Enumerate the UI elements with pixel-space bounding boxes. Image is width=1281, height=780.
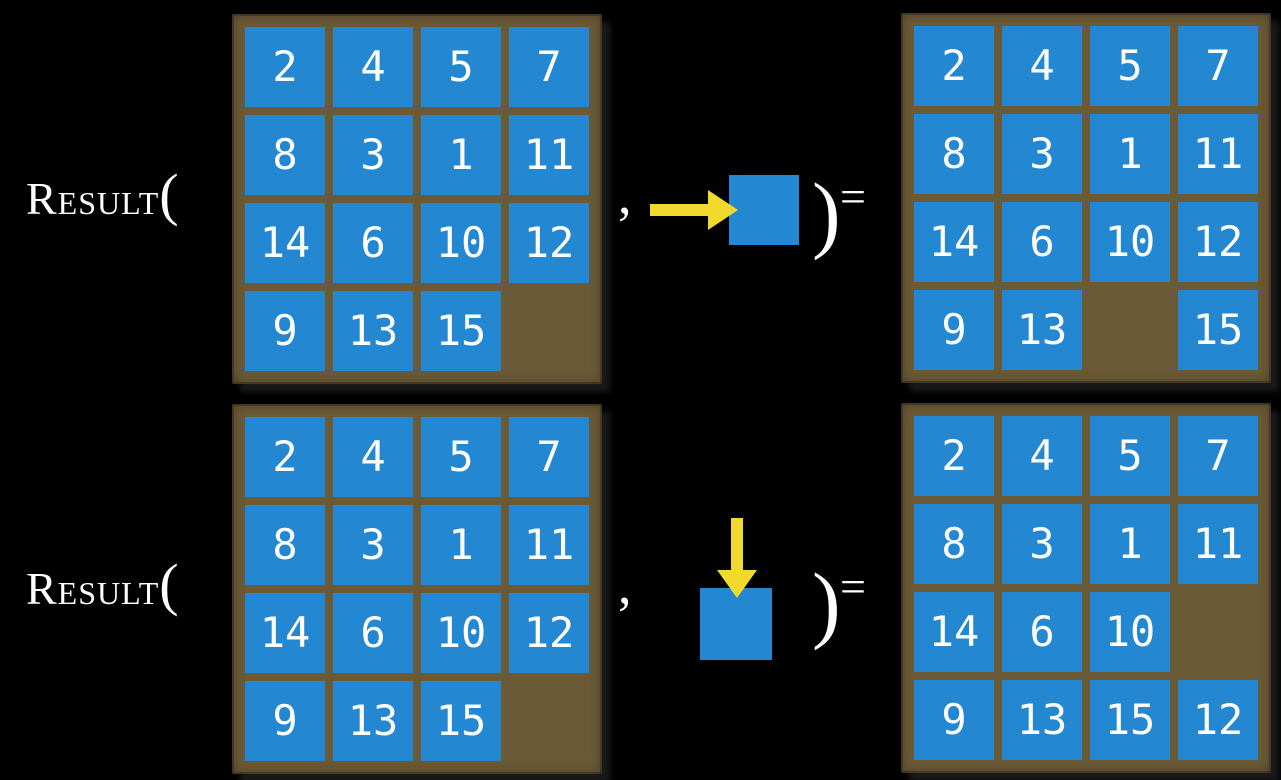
- tile-4: 4: [1002, 416, 1082, 496]
- tile-15: 15: [421, 291, 501, 371]
- tile-13: 13: [1002, 680, 1082, 760]
- tile-8: 8: [914, 114, 994, 194]
- tile-2: 2: [245, 417, 325, 497]
- arrow-right-icon: [650, 190, 738, 230]
- tile-11: 11: [509, 505, 589, 585]
- tile-7: 7: [1178, 26, 1258, 106]
- tile-8: 8: [245, 115, 325, 195]
- action-move-right: [650, 160, 810, 260]
- tile-12: 12: [1178, 202, 1258, 282]
- tile-15: 15: [1178, 290, 1258, 370]
- tile-6: 6: [1002, 202, 1082, 282]
- tile-10: 10: [421, 203, 501, 283]
- tile-5: 5: [1090, 26, 1170, 106]
- blank-cell: [1178, 592, 1258, 672]
- tile-4: 4: [333, 417, 413, 497]
- tile-3: 3: [1002, 114, 1082, 194]
- result-function-label: Result(: [26, 556, 179, 614]
- tile-13: 13: [333, 291, 413, 371]
- tile-13: 13: [333, 681, 413, 761]
- tile-15: 15: [421, 681, 501, 761]
- tile-8: 8: [914, 504, 994, 584]
- close-paren: ): [812, 555, 841, 651]
- tile-14: 14: [245, 203, 325, 283]
- blank-cell: [509, 291, 589, 371]
- tile-10: 10: [1090, 202, 1170, 282]
- tile-3: 3: [1002, 504, 1082, 584]
- tile-14: 14: [245, 593, 325, 673]
- blank-tile: [700, 588, 772, 660]
- tile-15: 15: [1090, 680, 1170, 760]
- open-paren: (: [159, 162, 179, 227]
- open-paren: (: [159, 552, 179, 617]
- tile-12: 12: [509, 203, 589, 283]
- tile-11: 11: [1178, 114, 1258, 194]
- equals-sign: =: [840, 561, 866, 612]
- tile-1: 1: [1090, 504, 1170, 584]
- tile-2: 2: [914, 26, 994, 106]
- equals-sign: =: [840, 171, 866, 222]
- blank-tile: [729, 175, 799, 245]
- tile-12: 12: [509, 593, 589, 673]
- tile-6: 6: [1002, 592, 1082, 672]
- tile-4: 4: [1002, 26, 1082, 106]
- tile-10: 10: [1090, 592, 1170, 672]
- arrow-down-icon: [717, 518, 757, 598]
- blank-cell: [1090, 290, 1170, 370]
- tile-12: 12: [1178, 680, 1258, 760]
- tile-4: 4: [333, 27, 413, 107]
- comma: ,: [618, 555, 632, 615]
- tile-10: 10: [421, 593, 501, 673]
- tile-14: 14: [914, 202, 994, 282]
- tile-13: 13: [1002, 290, 1082, 370]
- tile-5: 5: [421, 417, 501, 497]
- tile-3: 3: [333, 505, 413, 585]
- tile-1: 1: [421, 505, 501, 585]
- tile-2: 2: [914, 416, 994, 496]
- tile-9: 9: [914, 290, 994, 370]
- tile-11: 11: [509, 115, 589, 195]
- function-name: Result: [26, 173, 160, 224]
- tile-7: 7: [509, 417, 589, 497]
- tile-1: 1: [1090, 114, 1170, 194]
- tile-8: 8: [245, 505, 325, 585]
- tile-11: 11: [1178, 504, 1258, 584]
- close-paren: ): [812, 165, 841, 261]
- tile-9: 9: [245, 291, 325, 371]
- tile-5: 5: [421, 27, 501, 107]
- tile-6: 6: [333, 203, 413, 283]
- tile-2: 2: [245, 27, 325, 107]
- blank-cell: [509, 681, 589, 761]
- result-function-label: Result(: [26, 166, 179, 224]
- tile-6: 6: [333, 593, 413, 673]
- tile-5: 5: [1090, 416, 1170, 496]
- tile-9: 9: [245, 681, 325, 761]
- tile-3: 3: [333, 115, 413, 195]
- comma: ,: [618, 165, 632, 225]
- function-name: Result: [26, 563, 160, 614]
- tile-14: 14: [914, 592, 994, 672]
- tile-9: 9: [914, 680, 994, 760]
- tile-7: 7: [509, 27, 589, 107]
- action-move-down: [700, 518, 780, 663]
- tile-1: 1: [421, 115, 501, 195]
- tile-7: 7: [1178, 416, 1258, 496]
